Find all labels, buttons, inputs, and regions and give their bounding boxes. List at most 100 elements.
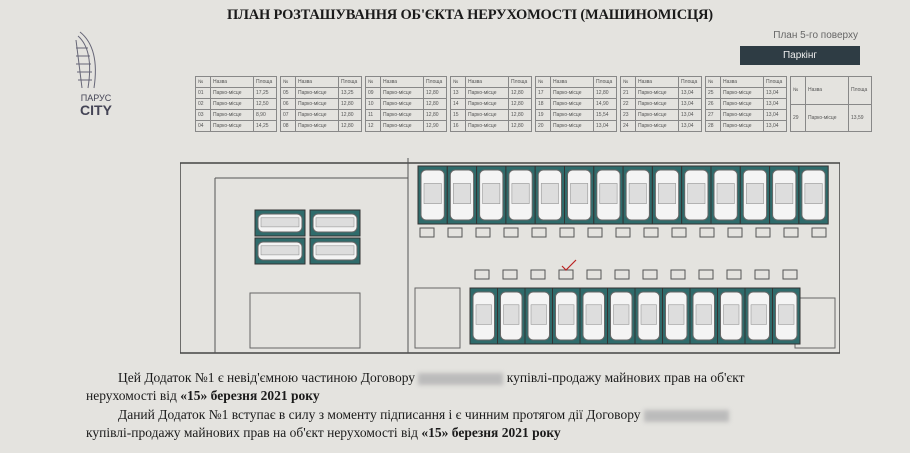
table-header: Площа — [848, 76, 872, 105]
table-cell: Парко-місце — [550, 109, 594, 121]
table-cell: 23 — [620, 109, 636, 121]
table-cell: Парко-місце — [720, 87, 764, 99]
table-cell: 12,80 — [508, 109, 532, 121]
parking-space — [476, 165, 507, 225]
table-cell: Парко-місце — [465, 87, 509, 99]
stairs — [414, 287, 461, 349]
column-marker — [811, 227, 827, 238]
table-cell: Парко-місце — [465, 98, 509, 110]
parking-space — [254, 237, 306, 265]
table-header: Назва — [720, 76, 764, 88]
table-cell: Парко-місце — [635, 109, 679, 121]
table-header: Назва — [380, 76, 424, 88]
parking-space — [622, 165, 653, 225]
floor-label: План 5-го поверху — [773, 30, 858, 41]
table-header: Площа — [508, 76, 532, 88]
table-cell: 13,04 — [678, 98, 702, 110]
column-marker — [643, 227, 659, 238]
table-header: Площа — [678, 76, 702, 88]
table-cell: 12,90 — [423, 120, 447, 132]
table-cell: 14 — [450, 98, 466, 110]
parking-space — [607, 287, 636, 345]
table-cell: 12,50 — [253, 98, 277, 110]
table-header: № — [790, 76, 806, 105]
table-cell: Парко-місце — [380, 87, 424, 99]
table-cell: 18 — [535, 98, 551, 110]
table-cell: Парко-місце — [380, 120, 424, 132]
table-cell: Парко-місце — [720, 98, 764, 110]
parking-space — [717, 287, 746, 345]
parking-space — [772, 287, 801, 345]
table-cell: 13,04 — [763, 120, 787, 132]
table-cell: Парко-місце — [635, 120, 679, 132]
outer-wall — [180, 162, 840, 354]
table-cell: Парко-місце — [465, 109, 509, 121]
table-cell: 13,04 — [678, 120, 702, 132]
table-cell: 13,04 — [763, 98, 787, 110]
column-marker — [531, 227, 547, 238]
table-header: Назва — [465, 76, 509, 88]
parking-space — [552, 287, 581, 345]
logo-line2: CITY — [80, 102, 112, 118]
table-cell: Парко-місце — [465, 120, 509, 132]
column-marker — [475, 227, 491, 238]
table-header: Назва — [635, 76, 679, 88]
parking-space — [681, 165, 712, 225]
logo-line1: ПАРУС — [80, 93, 112, 103]
table-cell: Парко-місце — [210, 109, 254, 121]
table-cell: 07 — [280, 109, 296, 121]
table-header: Назва — [805, 76, 849, 105]
p2-text-a: Даний Додаток №1 вступає в силу з момент… — [118, 407, 641, 422]
table-header: Площа — [338, 76, 362, 88]
table-cell: Парко-місце — [295, 109, 339, 121]
table-cell: Парко-місце — [295, 87, 339, 99]
table-header: № — [535, 76, 551, 88]
table-cell: 22 — [620, 98, 636, 110]
table-cell: 01 — [195, 87, 211, 99]
table-cell: 13,25 — [338, 87, 362, 99]
parking-space — [744, 287, 773, 345]
p1-text-b: купівлі-продажу майнових прав на об'єкт — [506, 370, 745, 385]
p1-text-c: нерухомості від — [86, 388, 177, 403]
page-title: ПЛАН РОЗТАШУВАННЯ ОБ'ЄКТА НЕРУХОМОСТІ (М… — [227, 7, 713, 23]
table-header: № — [620, 76, 636, 88]
table-header: Назва — [295, 76, 339, 88]
table-cell: 12,80 — [423, 109, 447, 121]
column-marker — [614, 269, 630, 280]
parking-space — [309, 237, 361, 265]
parking-space — [497, 287, 526, 345]
parking-space — [710, 165, 741, 225]
parking-space — [564, 165, 595, 225]
column-marker — [530, 269, 546, 280]
column-marker — [503, 227, 519, 238]
paragraph-1: Цей Додаток №1 є невід'ємною частиною До… — [0, 369, 910, 405]
column-marker — [587, 227, 603, 238]
table-cell: 06 — [280, 98, 296, 110]
column-marker — [726, 269, 742, 280]
parking-space — [446, 165, 478, 225]
parking-space — [534, 165, 566, 225]
parking-space — [769, 165, 800, 225]
table-cell: Парко-місце — [550, 120, 594, 132]
table-cell: Парко-місце — [550, 98, 594, 110]
table-cell: 29 — [790, 103, 806, 132]
paragraph-2: Даний Додаток №1 вступає в силу з момент… — [0, 406, 910, 442]
parking-space — [689, 287, 718, 345]
parking-badge: Паркінг — [740, 46, 860, 65]
